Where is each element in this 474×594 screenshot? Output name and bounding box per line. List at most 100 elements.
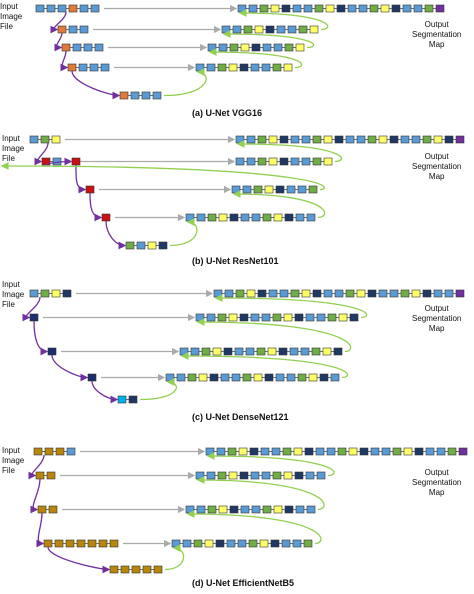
panel-d-decoder-level-block [204, 539, 214, 548]
panel-a-down-path [60, 50, 69, 72]
panel-d-encoder-level-block [98, 539, 108, 548]
panel-c-decoder-level-block [294, 313, 304, 322]
panel-c-decoder-level-block [212, 347, 222, 356]
panel-d-output-decoder-block [436, 447, 446, 456]
panel-a-decoder-level-block [254, 25, 264, 34]
panel-a-input-chain-block [68, 4, 78, 13]
panel-d-output-decoder-block [370, 447, 380, 456]
panel-c-decoder-level-block [338, 313, 348, 322]
panel-a-bottleneck-block [141, 91, 151, 100]
panel-b-output-decoder-block [389, 135, 399, 144]
panel-b-encoder-level-block [71, 157, 81, 166]
panel-d-bottleneck-up-path [164, 544, 185, 571]
panel-c-decoder-level-block [300, 347, 310, 356]
panel-d-caption: (d) U-Net EfficientNetB5 [192, 578, 295, 588]
panel-c-output-decoder-block [411, 289, 421, 298]
panel-a-output-decoder-block [237, 4, 247, 13]
panel-b-output-decoder-block [444, 135, 454, 144]
panel-d-decoder-level-block [193, 539, 203, 548]
panel-b-decoder-level-block [218, 213, 228, 222]
panel-c-output-decoder-block [334, 289, 344, 298]
panel-c-input-chain-block [62, 289, 72, 298]
panel-d-decoder-level-block [294, 471, 304, 480]
panel-d-decoder-level-block [206, 471, 216, 480]
panel-c-decoder-level-block [330, 373, 340, 382]
panel-d-output-decoder-block [227, 447, 237, 456]
panel-a-input-chain-block [35, 4, 45, 13]
panel-c-output-decoder-block [444, 289, 454, 298]
panel-c-decoder-level-block [220, 373, 230, 382]
panel-c-decoder-level-block [256, 347, 266, 356]
panel-c-decoder-level-block [264, 373, 274, 382]
panel-b-bottleneck-path [105, 220, 127, 250]
panel-b-decoder-level-block [185, 213, 195, 222]
panel-c-output-decoder-block [279, 289, 289, 298]
panel-c-output-decoder-block [301, 289, 311, 298]
panel-d-decoder-level-block [272, 471, 282, 480]
panel-d-decoder-level-block [303, 539, 313, 548]
panel-b-bottleneck-block [147, 241, 157, 250]
panel-b-input-chain-block [29, 135, 39, 144]
panel-a-down-path [50, 11, 67, 34]
panel-b-decoder-level-block [284, 213, 294, 222]
panel-a-decoder-level-block [309, 25, 319, 34]
panel-b-output-decoder-block [378, 135, 388, 144]
panel-d-decoder-level-block [239, 471, 249, 480]
panel-c-decoder-level-block [195, 313, 205, 322]
panel-d-output-decoder-block [359, 447, 369, 456]
panel-c-decoder-level-block [322, 347, 332, 356]
panel-b-output-decoder-block [268, 135, 278, 144]
panel-d-input-chain-block [44, 447, 54, 456]
panel-b-output-decoder-block [246, 135, 256, 144]
panel-a-bottleneck-block [152, 91, 162, 100]
panel-d-decoder-level-block [215, 539, 225, 548]
panel-a-encoder-level-block [83, 43, 93, 52]
panel-a-encoder-level-block [67, 63, 77, 72]
panel-c-decoder-level-block [261, 313, 271, 322]
panel-a-decoder-level-block [265, 25, 275, 34]
panel-c-decoder-level-block [349, 313, 359, 322]
panel-a-output-decoder-block [358, 4, 368, 13]
panel-d-decoder-level-block [185, 505, 195, 514]
panel-a-output-decoder-block [281, 4, 291, 13]
panel-b-decoder-level-block [295, 213, 305, 222]
panel-c-decoder-level-block [297, 373, 307, 382]
panel-b-caption: (b) U-Net ResNet101 [192, 256, 279, 266]
panel-c-decoder-level-block [242, 373, 252, 382]
panel-b-decoder-level-block [290, 157, 300, 166]
panel-b-decoder-level-block [262, 213, 272, 222]
panel-b-down-path [75, 164, 87, 194]
panel-a-encoder-level-block [79, 25, 89, 34]
panel-b-output-decoder-block [400, 135, 410, 144]
panel-d-output-decoder-block [414, 447, 424, 456]
panel-c-output-decoder-block [257, 289, 267, 298]
panel-d-decoder-level-block [259, 539, 269, 548]
panel-c-output-decoder-block [235, 289, 245, 298]
panel-c-output-decoder-block [312, 289, 322, 298]
panel-b-decoder-level-block [275, 185, 285, 194]
panel-b-output-decoder-block [290, 135, 300, 144]
panel-b-bottleneck-up-path [169, 218, 198, 247]
panel-d-output-decoder-block [315, 447, 325, 456]
panel-a-output-decoder-block [336, 4, 346, 13]
panel-c-decoder-level-block [250, 313, 260, 322]
panel-b-decoder-level-block [229, 213, 239, 222]
panel-d-decoder-level-block [261, 471, 271, 480]
panel-a-output-decoder-block [391, 4, 401, 13]
panel-c-decoder-level-block [187, 373, 197, 382]
panel-d-bottleneck-block [131, 565, 141, 574]
panel-a-output-decoder-block [325, 4, 335, 13]
panel-c-output-decoder-block [356, 289, 366, 298]
panel-d-encoder-level-block [54, 539, 64, 548]
panel-d-output-decoder-block [249, 447, 259, 456]
panel-d-output-decoder-block [337, 447, 347, 456]
panel-d-decoder-level-block [207, 505, 217, 514]
panel-d-decoder-level-block [248, 539, 258, 548]
panel-b-output-decoder-block [356, 135, 366, 144]
panel-d-decoder-level-block [251, 505, 261, 514]
panel-a-decoder-level-block [283, 63, 293, 72]
panel-b-bottleneck-block [125, 241, 135, 250]
panel-b-output-decoder-block [312, 135, 322, 144]
